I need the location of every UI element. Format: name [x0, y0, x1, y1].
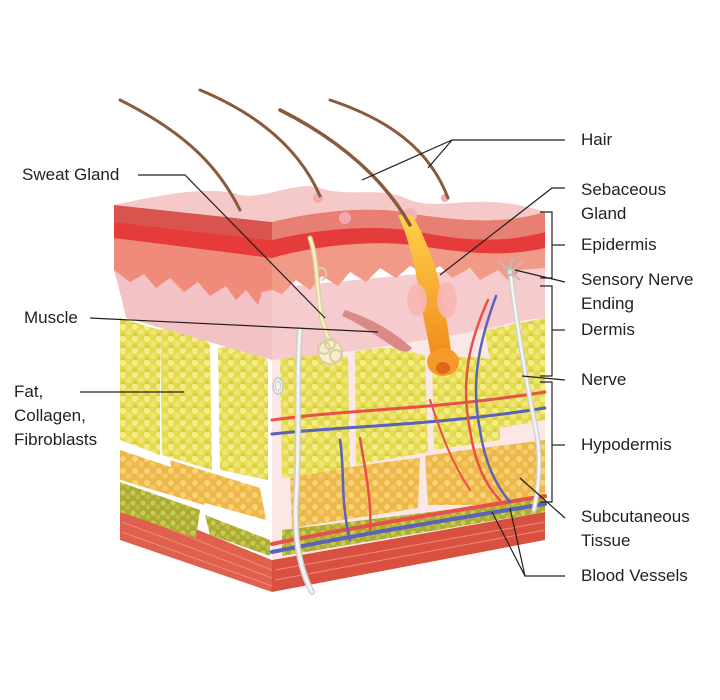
fat-lobule: [355, 348, 428, 465]
hair-follicle: [398, 215, 459, 376]
vein: [474, 294, 512, 504]
dermis-layer-right: [272, 262, 545, 360]
sensory-nerve-ending: [499, 257, 523, 281]
label-subcutaneous-tissue: Subcutaneous Tissue: [581, 507, 690, 550]
hair-strand: [278, 108, 412, 227]
label-fat-collagen-fibroblasts: Fat, Collagen, Fibroblasts: [14, 382, 98, 449]
label-muscle: Muscle: [24, 308, 78, 327]
artery: [464, 298, 502, 502]
nerves: [292, 267, 542, 595]
fat-lobule: [170, 460, 266, 520]
artery: [429, 399, 471, 491]
hair-strand: [198, 88, 322, 198]
label-sweat-gland: Sweat Gland: [22, 165, 120, 184]
label-nerve: Nerve: [581, 370, 627, 389]
artery: [270, 390, 547, 422]
vein: [338, 438, 352, 542]
label-epidermis: Epidermis: [581, 235, 657, 254]
blood-vessels: [270, 294, 547, 554]
hair-strand: [118, 98, 242, 212]
fat-lobule-green: [205, 515, 270, 556]
label-hypodermis: Hypodermis: [581, 435, 672, 454]
fat-lobule: [160, 328, 212, 470]
fat-lobule: [218, 347, 268, 480]
label-blood-vessels: Blood Vessels: [581, 566, 688, 585]
arrector-pili-muscle: [342, 310, 412, 352]
pacinian-corpuscle: [272, 377, 284, 395]
hair-strands: [118, 88, 450, 227]
fat-lobule: [425, 440, 545, 505]
fat-lobule: [120, 318, 160, 455]
hair-strand: [328, 98, 450, 200]
label-hair: Hair: [581, 130, 613, 149]
label-sebaceous-gland: Sebaceous Gland: [581, 180, 667, 223]
leader-lines: [80, 139, 566, 577]
muscle-layer-right: [272, 512, 545, 592]
artery: [358, 436, 372, 532]
fat-lobule: [290, 458, 420, 528]
sebaceous-gland: [437, 282, 457, 318]
fat-lobule-green: [120, 482, 200, 538]
sweat-gland-coil: [317, 338, 343, 365]
sweat-gland: [307, 235, 343, 365]
label-dermis: Dermis: [581, 320, 635, 339]
label-sensory-nerve-ending: Sensory Nerve Ending: [581, 270, 694, 313]
